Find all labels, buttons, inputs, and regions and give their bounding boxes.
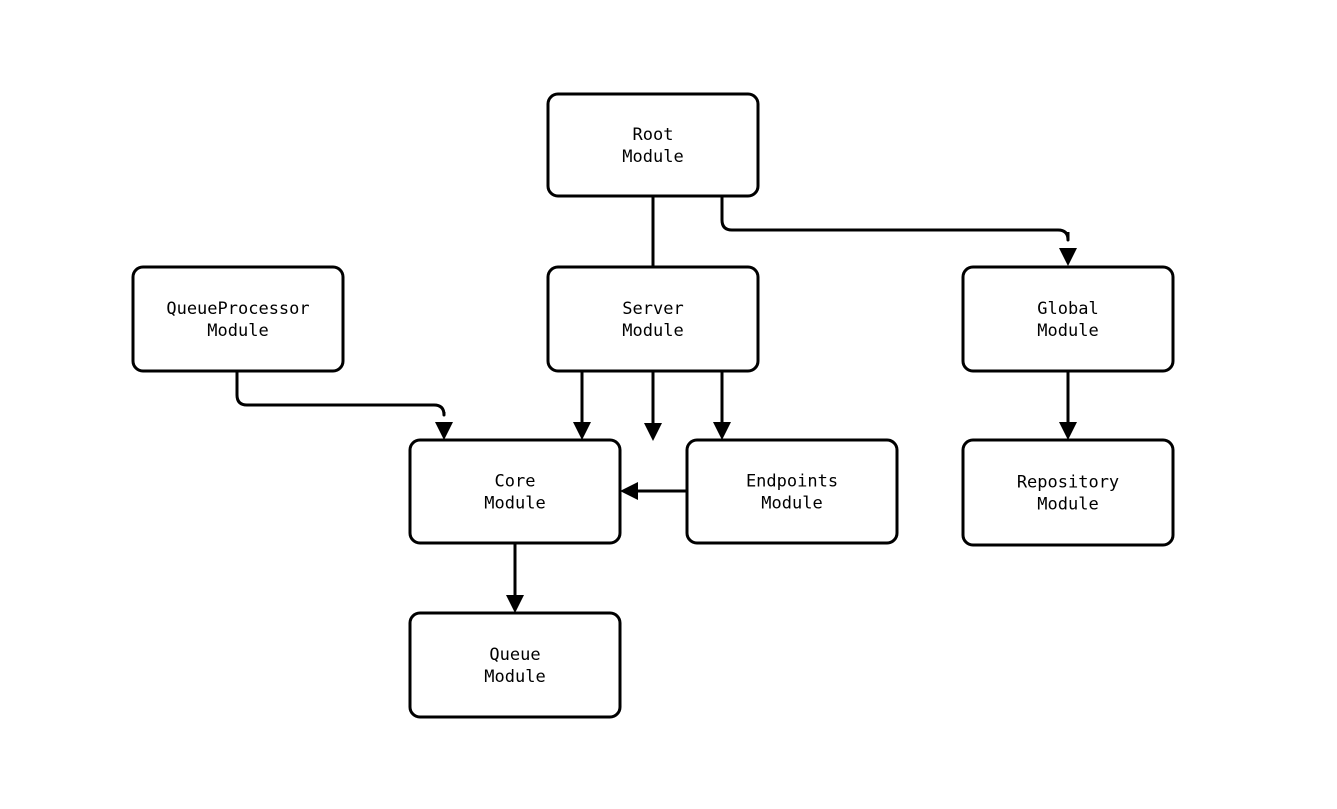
edge-line xyxy=(235,371,446,417)
arrowhead-icon xyxy=(1059,422,1077,440)
edge-queueprocessor-to-core xyxy=(235,371,453,440)
edges-layer xyxy=(235,196,1077,613)
edge-global-to-repository xyxy=(1059,371,1077,440)
edge-server-to-core xyxy=(573,371,591,440)
arrowhead-icon xyxy=(435,422,453,440)
node-box[interactable] xyxy=(546,92,760,198)
edge-line xyxy=(720,196,1070,242)
node-label-line1: Global xyxy=(1037,299,1098,319)
node-box[interactable] xyxy=(685,438,899,545)
node-box[interactable] xyxy=(408,438,622,545)
node-label-line2: Module xyxy=(207,321,268,341)
node-label-line2: Module xyxy=(622,321,683,341)
node-label-line2: Module xyxy=(622,147,683,167)
edge-server-to-endpoints xyxy=(713,371,731,440)
node-box[interactable] xyxy=(961,265,1175,373)
edge-core-to-queue xyxy=(506,543,524,613)
arrowhead-icon xyxy=(713,422,731,440)
node-label-line1: Repository xyxy=(1017,473,1119,493)
node-label-line2: Module xyxy=(761,494,822,514)
node-label-line1: Endpoints xyxy=(746,472,838,492)
arrowhead-icon xyxy=(1059,248,1077,266)
edge-endpoints-to-core xyxy=(620,482,687,500)
node-box[interactable] xyxy=(408,611,622,719)
node-box[interactable] xyxy=(546,265,760,373)
node-label-line1: Server xyxy=(622,299,683,319)
node-label-line2: Module xyxy=(1037,495,1098,515)
node-box[interactable] xyxy=(961,438,1175,547)
arrowhead-icon xyxy=(573,422,591,440)
node-label-line2: Module xyxy=(484,667,545,687)
node-box[interactable] xyxy=(131,265,345,373)
node-label-line1: Core xyxy=(495,472,536,492)
arrowhead-icon xyxy=(644,423,662,441)
edge-root-to-global xyxy=(720,196,1077,266)
node-label-line1: Queue xyxy=(489,645,540,665)
node-label-line2: Module xyxy=(484,494,545,514)
arrowhead-icon xyxy=(620,482,638,500)
node-label-line1: Root xyxy=(633,125,674,145)
node-label-line2: Module xyxy=(1037,321,1098,341)
arrowhead-icon xyxy=(506,595,524,613)
node-label-line1: QueueProcessor xyxy=(166,299,309,319)
